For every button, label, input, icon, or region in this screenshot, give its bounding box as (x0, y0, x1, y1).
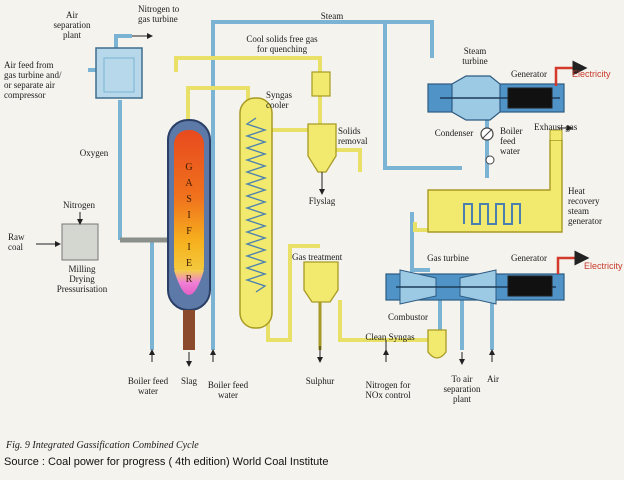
condenser-label: Condenser (434, 128, 474, 138)
slag-outlet (183, 310, 195, 350)
gasifier-label: G A S I F I E R (185, 162, 193, 285)
electricity-bottom-arrow (556, 250, 590, 274)
quench-unit (311, 71, 331, 97)
flow-arrows (36, 33, 573, 367)
figure-caption: Fig. 9 Integrated Gassification Combined… (6, 440, 199, 451)
blue-pipes (88, 20, 494, 350)
flyslag-label: Flyslag (308, 196, 336, 206)
steam-label: Steam (320, 11, 344, 21)
cool-solids-free-gas-label: Cool solids free gas for quenching (246, 34, 318, 54)
sulphur-label: Sulphur (305, 376, 335, 386)
combustor-label: Combustor (387, 312, 428, 322)
heat-recovery-label: Heat recovery steam generator (568, 186, 602, 226)
boiler-feed-water-left-label: Boiler feed water (127, 376, 169, 396)
air-separation-plant-box (95, 47, 143, 99)
nitrogen-to-gas-turbine-label: Nitrogen to gas turbine (138, 4, 180, 24)
nitrogen-nox-label: Nitrogen for NOx control (365, 380, 411, 400)
milling-label: Milling Drying Pressurisation (56, 264, 108, 294)
gasifier-slag-cone (174, 270, 204, 295)
steam-turbine-label: Steam turbine (462, 46, 488, 66)
hrsg-coils (463, 203, 521, 225)
syngas-cooler-shell (239, 97, 273, 329)
electricity-bottom-label: Electricity (584, 261, 623, 271)
to-air-separation-label: To air separation plant (443, 374, 481, 404)
electricity-top-label: Electricity (572, 69, 611, 79)
figure-source: Source : Coal power for progress ( 4th e… (4, 456, 329, 468)
syngas-cooler-coil (244, 117, 268, 293)
exhaust-gas-label: Exhaust gas (534, 122, 578, 132)
electricity-top-arrow (554, 60, 588, 86)
gas-treatment-vessel (303, 261, 339, 303)
gas-turbine-label: Gas turbine (427, 253, 469, 263)
slag-label: Slag (180, 376, 197, 386)
boiler-feed-water-mid-label: Boiler feed water (207, 380, 249, 400)
raw-coal-label: Raw coal (8, 232, 25, 252)
combustor-vessel (427, 329, 447, 359)
gas-treatment-label: Gas treatment (292, 252, 343, 262)
clean-syngas-label: Clean Syngas (365, 332, 415, 342)
nitrogen-label: Nitrogen (63, 200, 95, 210)
generator-top-box (507, 87, 553, 109)
boiler-feed-water-right-label: Boiler feed water (500, 126, 523, 156)
generator-top-label: Generator (511, 69, 547, 79)
air-separation-inner (103, 57, 135, 93)
exhaust-stack (549, 129, 563, 140)
air-separation-plant-label: Air separation plant (53, 10, 91, 40)
pump-icon (485, 155, 495, 165)
oxygen-label: Oxygen (79, 148, 109, 158)
gasifier-core (174, 130, 204, 280)
milling-box (61, 223, 99, 261)
syngas-cooler-label: Syngas cooler (266, 90, 293, 110)
solids-removal-vessel (307, 123, 337, 173)
air-feed-label: Air feed from gas turbine and/ or separa… (4, 60, 62, 100)
generator-bottom-box (507, 275, 553, 297)
air-label: Air (487, 374, 499, 384)
generator-bottom-label: Generator (511, 253, 547, 263)
solids-removal-label: Solids removal (338, 126, 368, 146)
